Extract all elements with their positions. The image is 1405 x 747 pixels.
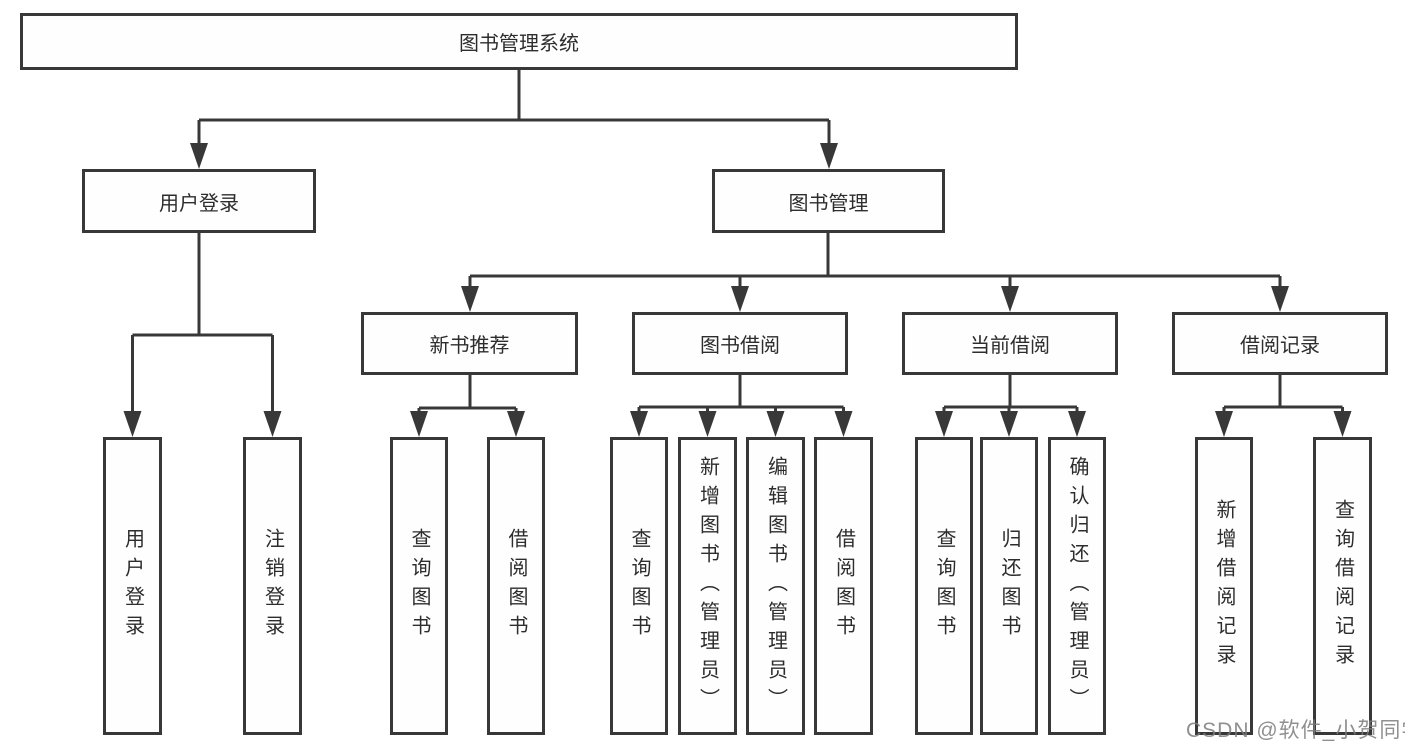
- leaf-borrow-edit-book-admin-label: 编辑图书（管理员）: [764, 455, 787, 717]
- leaf-records-query-record-label: 查询借阅记录: [1331, 499, 1354, 673]
- node-user-login-label: 用户登录: [159, 192, 239, 215]
- leaf-borrow-edit-book-admin: 编辑图书（管理员）: [746, 437, 805, 735]
- leaf-records-add-record-label: 新增借阅记录: [1213, 499, 1235, 673]
- leaf-records-add-record: 新增借阅记录: [1195, 437, 1253, 735]
- node-book-management-label: 图书管理: [788, 192, 869, 215]
- leaf-recommend-borrow-book: 借阅图书: [487, 437, 545, 735]
- leaf-user-login-label: 用户登录: [121, 528, 144, 644]
- node-current-borrow-label: 当前借阅: [970, 335, 1050, 357]
- leaf-recommend-borrow-book-label: 借阅图书: [505, 528, 527, 644]
- node-new-book-recommend-label: 新书推荐: [429, 335, 510, 357]
- leaf-recommend-query-book: 查询图书: [390, 437, 448, 735]
- watermark: CSDN @软件_小贺同学: [1186, 719, 1405, 742]
- node-root: 图书管理系统: [20, 13, 1018, 70]
- leaf-borrow-query-book-label: 查询图书: [628, 528, 650, 644]
- leaf-current-return-book: 归还图书: [980, 437, 1038, 735]
- leaf-current-return-book-label: 归还图书: [998, 528, 1020, 644]
- leaf-current-confirm-return-admin: 确认归还（管理员）: [1048, 437, 1106, 735]
- leaf-logout-login-label: 注销登录: [261, 528, 284, 644]
- node-root-label: 图书管理系统: [459, 33, 579, 55]
- leaf-recommend-query-book-label: 查询图书: [408, 528, 430, 644]
- node-user-login: 用户登录: [82, 169, 316, 233]
- node-borrow-records: 借阅记录: [1172, 312, 1388, 375]
- leaf-records-query-record: 查询借阅记录: [1313, 437, 1372, 735]
- leaf-current-query-book: 查询图书: [915, 437, 973, 735]
- leaf-borrow-add-book-admin-label: 新增图书（管理员）: [696, 455, 719, 717]
- node-current-borrow: 当前借阅: [902, 312, 1118, 375]
- leaf-logout-login: 注销登录: [243, 437, 302, 735]
- leaf-borrow-borrow-book-label: 借阅图书: [832, 528, 855, 644]
- node-book-management: 图书管理: [712, 169, 945, 233]
- leaf-borrow-add-book-admin: 新增图书（管理员）: [678, 437, 737, 735]
- node-book-borrow: 图书借阅: [632, 312, 848, 375]
- leaf-user-login: 用户登录: [103, 437, 162, 735]
- leaf-borrow-query-book: 查询图书: [610, 437, 668, 735]
- leaf-current-confirm-return-admin-label: 确认归还（管理员）: [1066, 455, 1088, 717]
- node-borrow-records-label: 借阅记录: [1240, 335, 1320, 357]
- leaf-current-query-book-label: 查询图书: [933, 528, 955, 644]
- node-book-borrow-label: 图书借阅: [700, 335, 780, 357]
- node-new-book-recommend: 新书推荐: [361, 312, 578, 375]
- leaf-borrow-borrow-book: 借阅图书: [814, 437, 873, 735]
